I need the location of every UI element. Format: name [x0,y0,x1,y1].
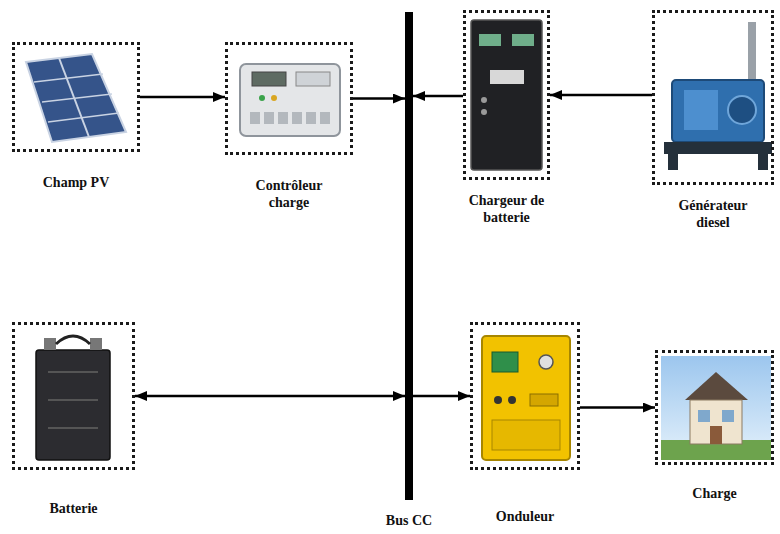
component-label: Bus CC [374,512,444,529]
battery-charger-picture [471,20,542,170]
component-label: Charge [665,485,765,502]
generator-box: Générateur diesel [652,10,774,185]
component-label: Contrôleur charge [242,177,337,211]
flow-arrow [413,395,470,398]
component-label: Chargeur de batterie [459,192,554,226]
component-label: Onduleur [475,508,575,525]
flow-arrow [580,406,655,409]
charge-controller-picture [240,64,340,136]
inverter-picture [482,336,570,460]
diesel-generator-picture [664,22,772,170]
dc-bus-bar: Bus CC [405,12,413,500]
inverter-box: Onduleur [470,322,580,470]
component-label: Batterie [24,500,124,517]
flow-arrow [550,94,652,97]
flow-arrow [413,95,463,98]
battery-picture [36,336,110,460]
load-box: Charge [655,350,774,465]
controller-box: Contrôleur charge [225,42,353,155]
battery-box: Batterie [12,322,135,470]
flow-arrow [135,395,405,398]
house-picture [661,356,771,460]
flow-arrow [140,96,225,99]
component-label: Champ PV [21,174,131,191]
charger-box: Chargeur de batterie [463,10,550,180]
pv-field-box: Champ PV [12,42,140,152]
component-label: Générateur diesel [666,197,761,231]
solar-panel-picture [26,54,126,142]
flow-arrow [353,97,405,100]
